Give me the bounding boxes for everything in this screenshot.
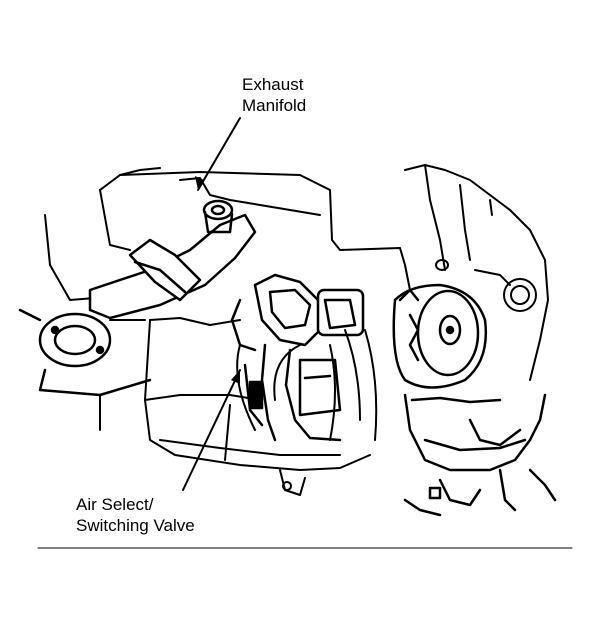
air-valve-arrowhead [231, 370, 240, 384]
timing-cover [404, 164, 549, 381]
exhaust-manifold-arrowhead [195, 176, 204, 190]
exhaust-manifold-label-line1: Exhaust [242, 75, 304, 94]
exhaust-manifold [88, 199, 257, 320]
hoses [236, 329, 378, 441]
leader-lines [182, 117, 241, 491]
air-switching-valve-label-line1: Air Select/ [76, 495, 154, 514]
air-switching-valve [230, 273, 365, 442]
exhaust-manifold-label: Exhaust Manifold [242, 74, 306, 116]
air-switching-valve-label-line2: Switching Valve [76, 516, 195, 535]
air-switching-valve-label: Air Select/ Switching Valve [76, 494, 195, 536]
crank-pulley [392, 283, 487, 389]
exhaust-manifold-label-line2: Manifold [242, 96, 307, 115]
engine-block [44, 167, 411, 496]
exhaust-pipe-flange [18, 308, 152, 397]
air-valve-leader [182, 369, 241, 491]
transmission-housing [99, 317, 241, 431]
exhaust-manifold-leader [197, 117, 241, 191]
oil-pan-front [403, 393, 557, 517]
